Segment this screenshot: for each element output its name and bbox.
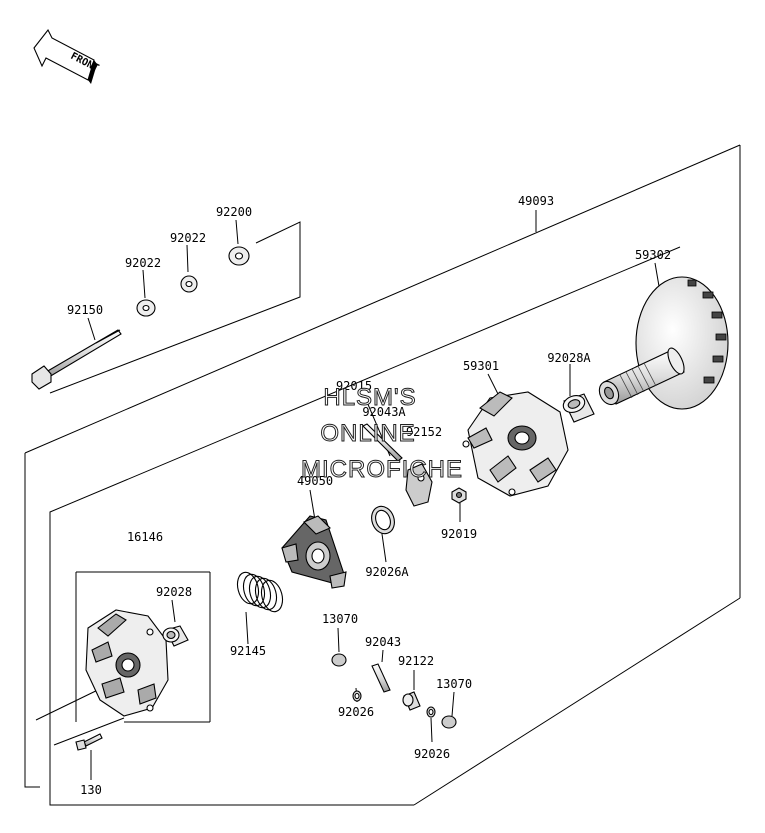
label-13070-lower: 13070	[436, 677, 472, 691]
pin-92043A	[362, 423, 403, 462]
label-92043: 92043	[365, 635, 401, 649]
leader-lines	[35, 210, 661, 780]
label-59301: 59301	[463, 359, 499, 373]
front-direction-arrow-icon: FRONT	[33, 28, 100, 84]
watermark-line2: ONLINE	[320, 420, 415, 447]
label-16146: 16146	[127, 530, 163, 544]
label-92150: 92150	[67, 303, 103, 317]
label-92152: 92152	[406, 425, 442, 439]
label-92022-upper: 92022	[170, 231, 206, 245]
label-92015: 92015	[336, 379, 372, 393]
label-92200: 92200	[216, 205, 252, 219]
part-labels: 92200 92022 92022 92150 49093 59302 5930…	[67, 194, 671, 797]
label-49093: 49093	[518, 194, 554, 208]
watermark: HLSM'S ONLINE MICROFICHE	[301, 384, 463, 484]
label-92026-right: 92026	[414, 747, 450, 761]
label-92043A: 92043A	[362, 405, 406, 419]
ring-92026A	[371, 505, 395, 535]
washer-92200	[228, 246, 250, 266]
label-92019: 92019	[441, 527, 477, 541]
washer-group-outline	[49, 221, 301, 394]
pin-92043	[371, 663, 391, 693]
watermark-line1: HLSM'S	[323, 384, 416, 411]
washer-92022-a	[136, 299, 156, 317]
label-130: 130	[80, 783, 102, 797]
label-49050: 49050	[297, 474, 333, 488]
bushing-92028A	[562, 393, 595, 423]
label-59302: 59302	[635, 248, 671, 262]
drive-plate-16146	[85, 609, 169, 717]
bushing-92028	[162, 625, 189, 647]
label-92145: 92145	[230, 644, 266, 658]
drive-sheave-box	[75, 571, 211, 723]
screw-130	[75, 733, 103, 751]
label-92122: 92122	[398, 654, 434, 668]
label-92026A: 92026A	[365, 565, 409, 579]
label-92022-lower: 92022	[125, 256, 161, 270]
bushing-92122	[402, 691, 421, 711]
label-92028A: 92028A	[547, 351, 591, 365]
watermark-line3: MICROFICHE	[301, 456, 463, 483]
spring-92145	[236, 571, 284, 613]
assembly-boundary-49093	[24, 144, 741, 806]
label-92026-left: 92026	[338, 705, 374, 719]
label-13070-upper: 13070	[322, 612, 358, 626]
fixed-sheave-59302	[598, 276, 729, 410]
roller-13070-b	[441, 715, 457, 729]
label-92028: 92028	[156, 585, 192, 599]
roller-13070-a	[331, 653, 347, 667]
nut-92019	[451, 487, 467, 504]
washer-92022-b	[180, 275, 198, 293]
spider-49050	[281, 515, 347, 589]
bolt-92150	[31, 329, 122, 390]
weight-92152	[405, 463, 433, 507]
washer-92026-b	[426, 706, 436, 718]
washer-92026-a	[352, 690, 362, 702]
movable-sheave-59301	[462, 391, 569, 497]
